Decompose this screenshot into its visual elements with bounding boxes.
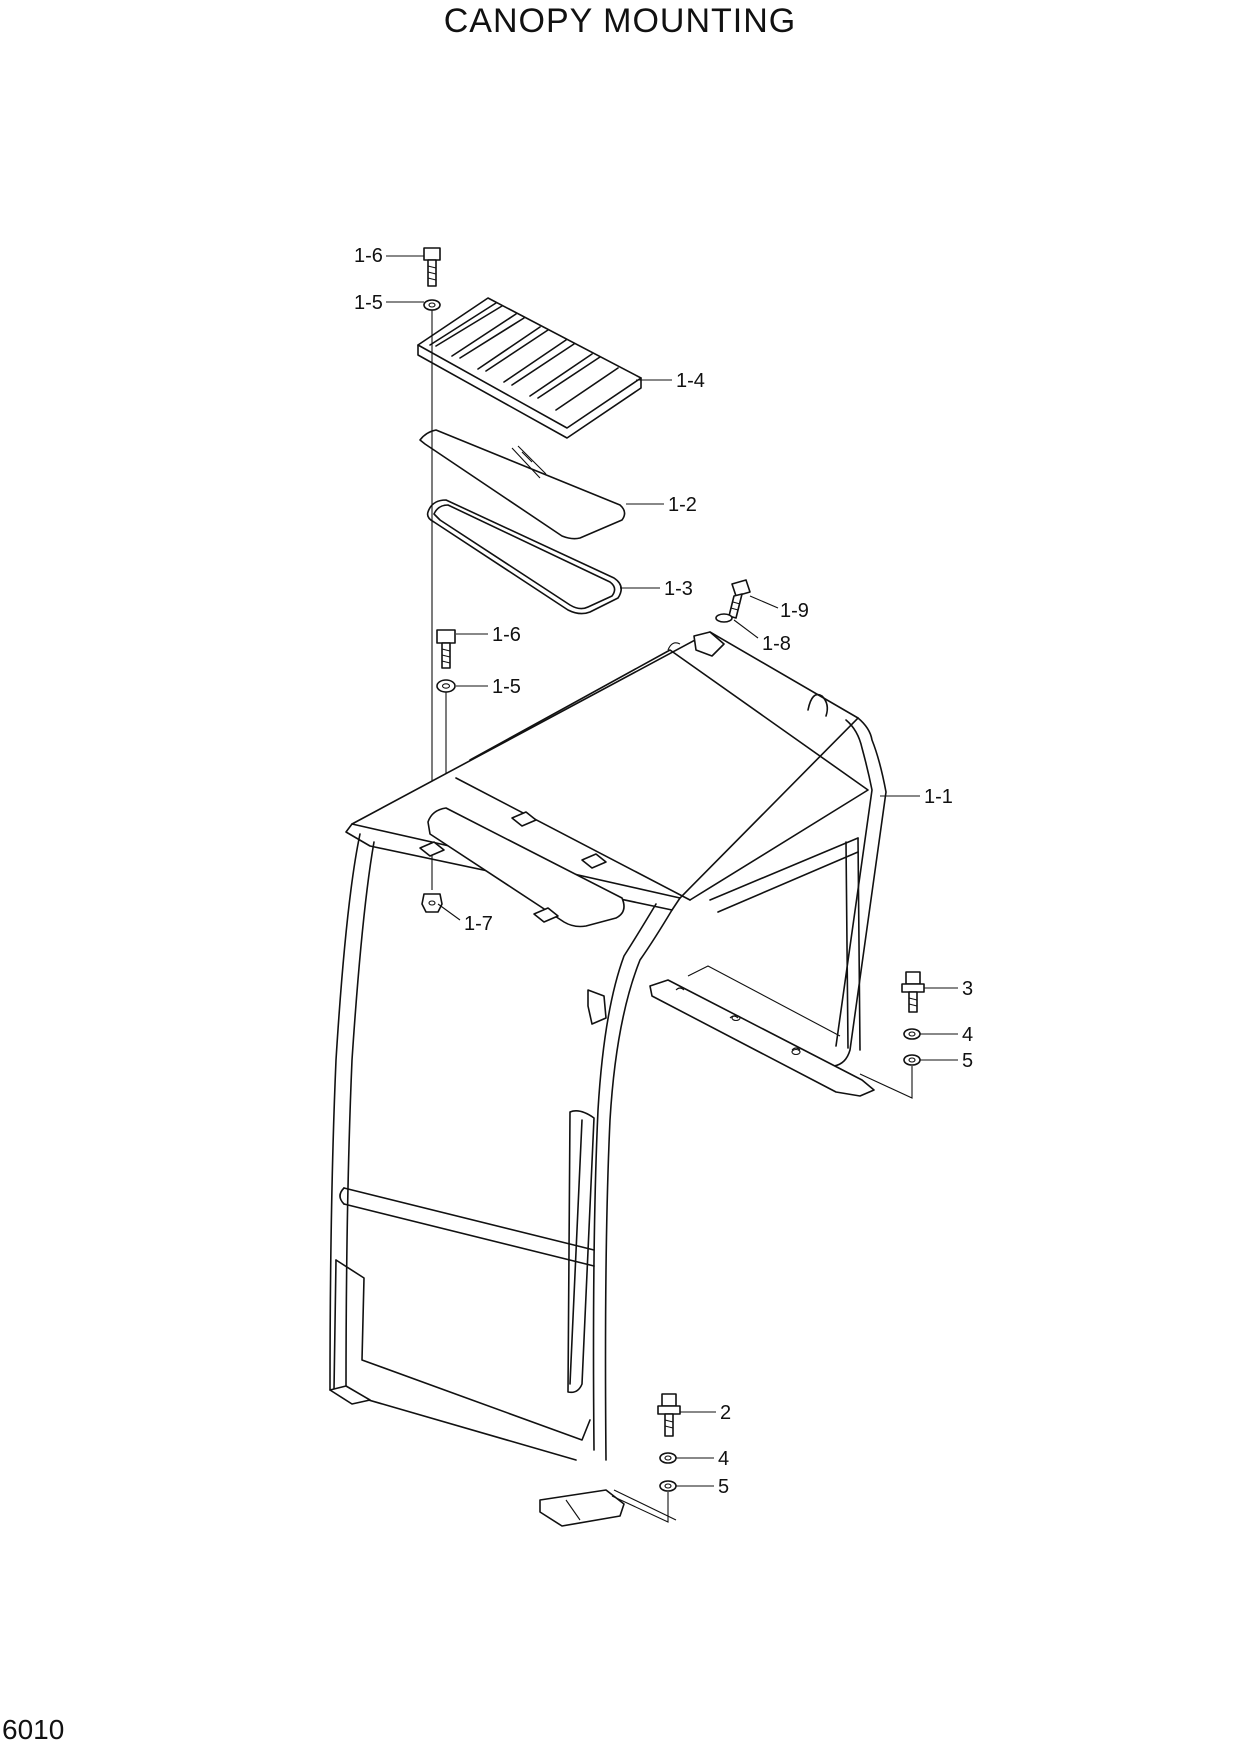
callout-3: 3 (962, 978, 973, 1000)
washer-1-5-top (423, 299, 441, 311)
callout-5-right: 5 (962, 1050, 973, 1072)
callout-2: 2 (720, 1402, 731, 1424)
callout-1-4: 1-4 (676, 370, 705, 392)
callout-1-6-top: 1-6 (354, 245, 383, 267)
bolt-1-9 (728, 579, 751, 619)
callout-1-9: 1-9 (780, 600, 809, 622)
callout-1-5-top: 1-5 (354, 292, 383, 314)
callout-1-6-mid: 1-6 (492, 624, 521, 646)
callout-1-2: 1-2 (668, 494, 697, 516)
washer-1-5-mid (436, 679, 456, 693)
part-canopy-frame (329, 631, 887, 1527)
assembly-line-right (859, 1066, 913, 1099)
bolt-3 (901, 971, 925, 1013)
bolt-1-6-top (423, 247, 441, 287)
nut-1-7 (421, 893, 443, 913)
callout-1-5-mid: 1-5 (492, 676, 521, 698)
callout-4-bottom: 4 (718, 1448, 729, 1470)
callout-1-8: 1-8 (762, 633, 791, 655)
washer-5-right (903, 1054, 921, 1066)
callout-4-right: 4 (962, 1024, 973, 1046)
leader-lines (386, 255, 958, 1487)
callout-5-bottom: 5 (718, 1476, 729, 1498)
washer-5-bottom (659, 1480, 677, 1492)
lockwasher-4-bottom (659, 1452, 677, 1464)
callout-1-1: 1-1 (924, 786, 953, 808)
lockwasher-4-right (903, 1028, 921, 1040)
callout-1-7: 1-7 (464, 913, 493, 935)
callout-1-3: 1-3 (664, 578, 693, 600)
washer-1-8 (715, 613, 733, 623)
part-top-cover (417, 297, 642, 439)
callout-labels: 1-6 1-5 1-4 1-2 1-3 1-9 1-8 1-6 1-5 1-1 … (354, 245, 973, 1498)
part-glass (419, 429, 626, 540)
page-number: 6010 (2, 1714, 65, 1745)
bolt-1-6-mid (436, 629, 456, 669)
part-seal (426, 499, 622, 615)
bolt-2 (657, 1393, 681, 1437)
assembly-line-bottom (611, 1492, 669, 1523)
page-title: CANOPY MOUNTING (443, 2, 797, 40)
